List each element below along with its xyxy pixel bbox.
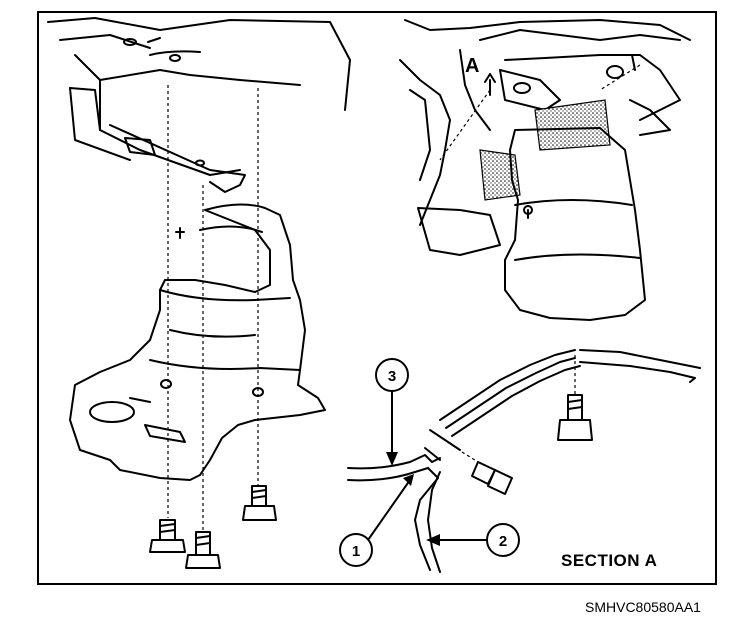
left-view-bolt-lines bbox=[160, 85, 264, 530]
figure-frame bbox=[37, 11, 717, 585]
left-view-splash-shield bbox=[69, 203, 326, 481]
right-view-vehicle-frame bbox=[399, 19, 691, 256]
callout-circle-1: 1 bbox=[339, 533, 373, 567]
callout-label-1: 1 bbox=[352, 543, 360, 560]
callout-circle-2: 2 bbox=[486, 523, 520, 557]
bolt-left-3 bbox=[242, 485, 277, 521]
bolt-left-2 bbox=[185, 531, 221, 569]
section-a-bolt-vertical bbox=[557, 355, 593, 441]
callout-label-2: 2 bbox=[499, 533, 507, 550]
bolt-left-1 bbox=[149, 519, 186, 553]
view-a-arrows bbox=[439, 54, 641, 161]
view-marker-a: A bbox=[465, 55, 480, 77]
right-view-splash-shield bbox=[504, 127, 646, 321]
figure-code: SMHVC80580AA1 bbox=[585, 599, 701, 615]
callout-label-3: 3 bbox=[388, 368, 396, 385]
left-view-vehicle-frame bbox=[47, 17, 351, 193]
callout-leaders bbox=[367, 387, 488, 546]
section-a-bolt-angled bbox=[461, 451, 513, 495]
section-label: SECTION A bbox=[561, 551, 658, 570]
section-a-panels bbox=[347, 349, 701, 573]
callout-circle-3: 3 bbox=[375, 358, 409, 392]
